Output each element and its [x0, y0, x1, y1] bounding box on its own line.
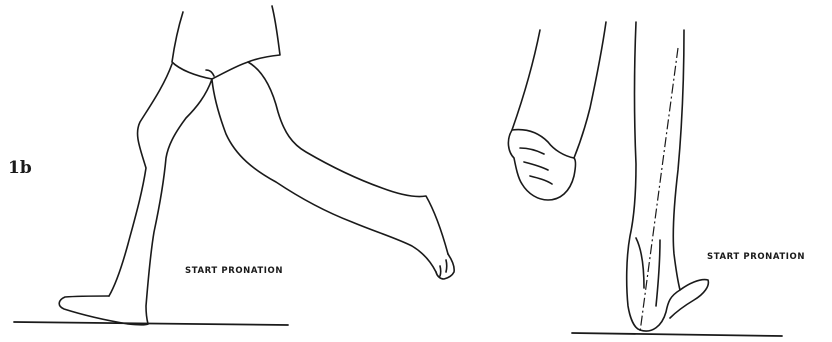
- side-view-swing-foot-toes: [436, 254, 454, 279]
- side-view-stance-leg-front: [109, 64, 172, 296]
- side-view-swing-leg-top: [248, 62, 448, 254]
- rear-view-ground-line: [572, 333, 782, 336]
- side-view-stance-foot: [59, 296, 148, 325]
- rear-view-runner: [508, 22, 782, 336]
- figure-label: 1b: [8, 158, 32, 178]
- side-view-stance-leg-back: [146, 79, 212, 324]
- rear-view-swing-foot: [508, 130, 575, 200]
- side-view-ground-line: [14, 322, 288, 325]
- rear-view-caption: START PRONATION: [707, 252, 805, 262]
- rear-view-heel-bisection-line: [640, 48, 678, 332]
- rear-view-swing-leg: [512, 22, 606, 158]
- side-view-swing-leg-bottom: [212, 80, 436, 272]
- rear-view-stance-leg-left: [627, 22, 640, 330]
- side-view-runner: [14, 6, 454, 325]
- side-view-caption: START PRONATION: [185, 266, 283, 276]
- side-view-shorts: [172, 6, 280, 79]
